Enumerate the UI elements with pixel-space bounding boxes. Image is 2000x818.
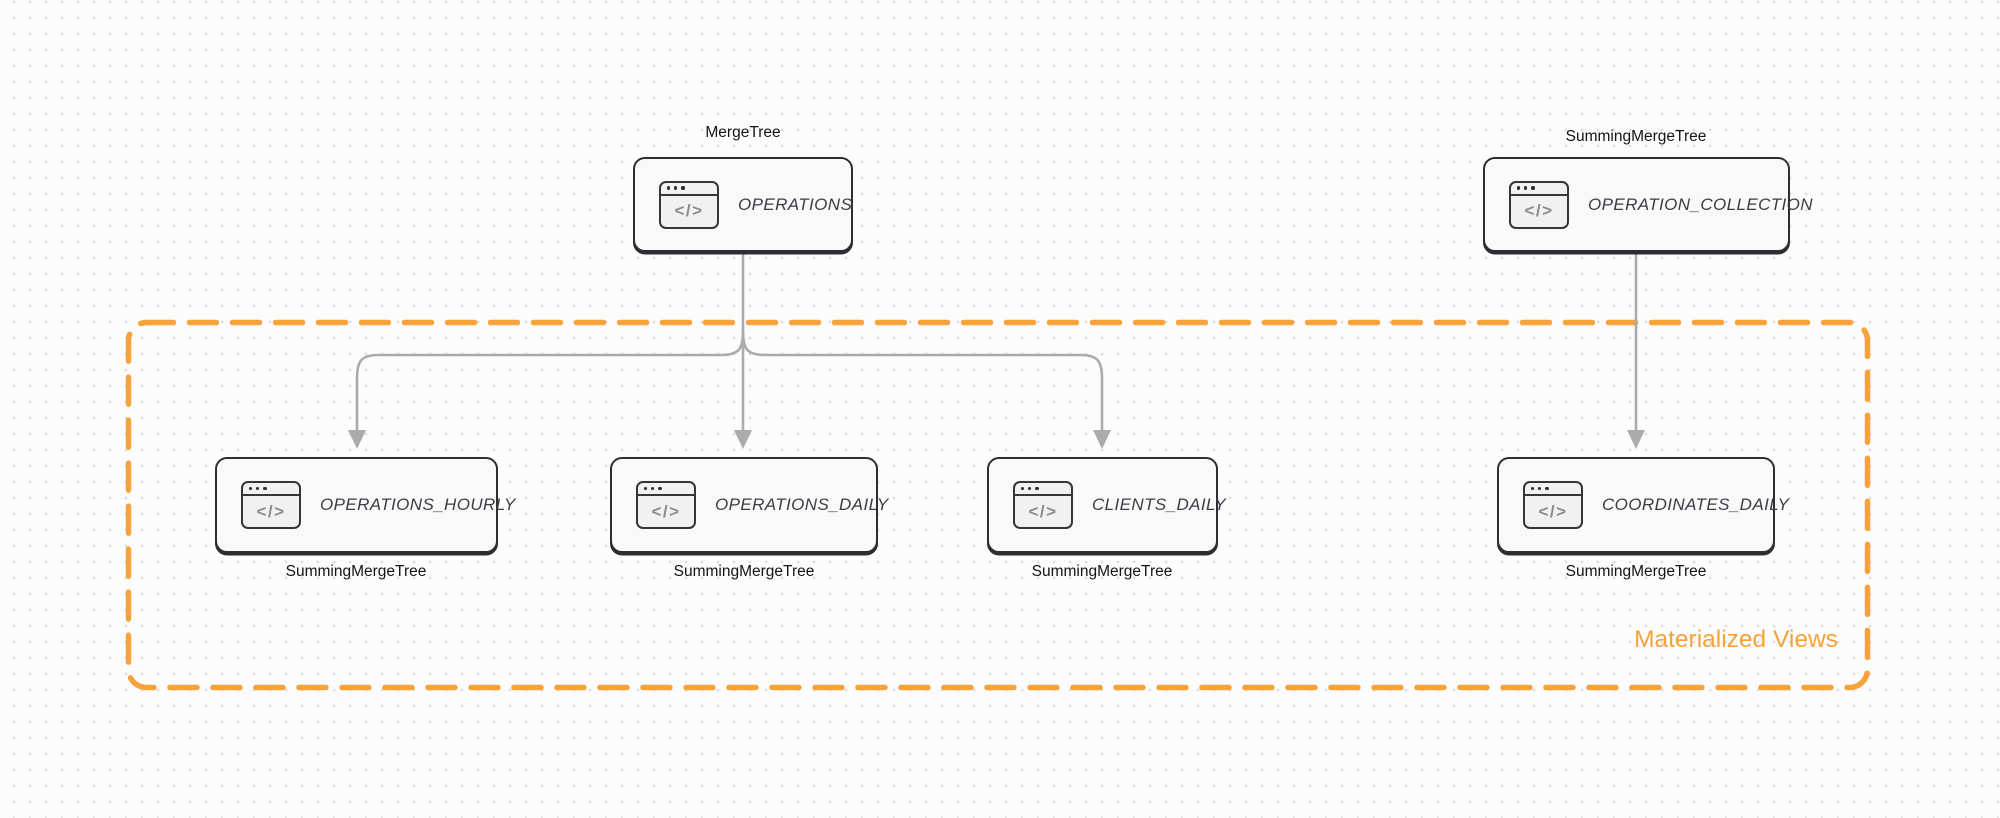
node-table-label: OPERATION_COLLECTION	[1588, 194, 1813, 214]
window-titlebar-dots	[1015, 483, 1071, 496]
edge-operations-to-operations-hourly	[348, 329, 745, 449]
materialized-views-group-border	[125, 319, 1871, 691]
arrowhead-icon	[1627, 430, 1645, 449]
window-titlebar-dots	[243, 483, 299, 496]
node-table-label: COORDINATES_DAILY	[1602, 495, 1790, 514]
node-clients-daily[interactable]: </> CLIENTS_DAILY	[987, 457, 1226, 553]
code-glyph: </>	[651, 501, 681, 521]
engine-label-operations: MergeTree	[705, 124, 781, 141]
engine-label-operation-collection: SummingMergeTree	[1565, 128, 1707, 145]
arrowhead-icon	[734, 430, 752, 449]
materialized-views-group-label: Materialized Views	[1634, 626, 1838, 653]
window-titlebar-dots	[638, 483, 694, 496]
node-table-label: OPERATIONS_DAILY	[715, 495, 889, 514]
code-window-icon: </>	[659, 180, 719, 229]
engine-label-operations-hourly: SummingMergeTree	[285, 563, 427, 580]
node-operation-collection[interactable]: </> OPERATION_COLLECTION	[1483, 157, 1813, 252]
edge-operation-collection-to-coordinates-daily	[1627, 250, 1645, 449]
code-window-icon: </>	[636, 481, 696, 529]
window-titlebar-dots	[1525, 483, 1581, 496]
engine-label-coordinates-daily: SummingMergeTree	[1565, 563, 1707, 580]
node-operations-daily[interactable]: </> OPERATIONS_DAILY	[610, 457, 888, 553]
code-glyph: </>	[674, 201, 704, 220]
node-operations[interactable]: </> OPERATIONS	[633, 157, 853, 252]
node-table-label: OPERATIONS	[738, 194, 853, 214]
arrowhead-icon	[348, 430, 366, 449]
code-glyph: </>	[1524, 201, 1554, 220]
code-glyph: </>	[1538, 501, 1568, 521]
window-titlebar-dots	[661, 183, 717, 196]
engine-label-operations-daily: SummingMergeTree	[673, 563, 815, 580]
node-operations-hourly[interactable]: </> OPERATIONS_HOURLY	[215, 457, 515, 553]
code-window-icon: </>	[1013, 481, 1073, 529]
code-glyph: </>	[256, 501, 286, 521]
node-coordinates-daily[interactable]: </> COORDINATES_DAILY	[1497, 457, 1789, 553]
arrowhead-icon	[1093, 430, 1111, 449]
node-table-label: CLIENTS_DAILY	[1092, 495, 1227, 514]
code-window-icon: </>	[241, 481, 301, 529]
code-window-icon: </>	[1509, 180, 1569, 229]
code-window-icon: </>	[1523, 481, 1583, 529]
code-glyph: </>	[1028, 501, 1058, 521]
window-titlebar-dots	[1511, 183, 1567, 196]
engine-label-clients-daily: SummingMergeTree	[1031, 563, 1173, 580]
node-table-label: OPERATIONS_HOURLY	[320, 495, 516, 514]
edge-operations-to-clients-daily	[741, 329, 1111, 449]
